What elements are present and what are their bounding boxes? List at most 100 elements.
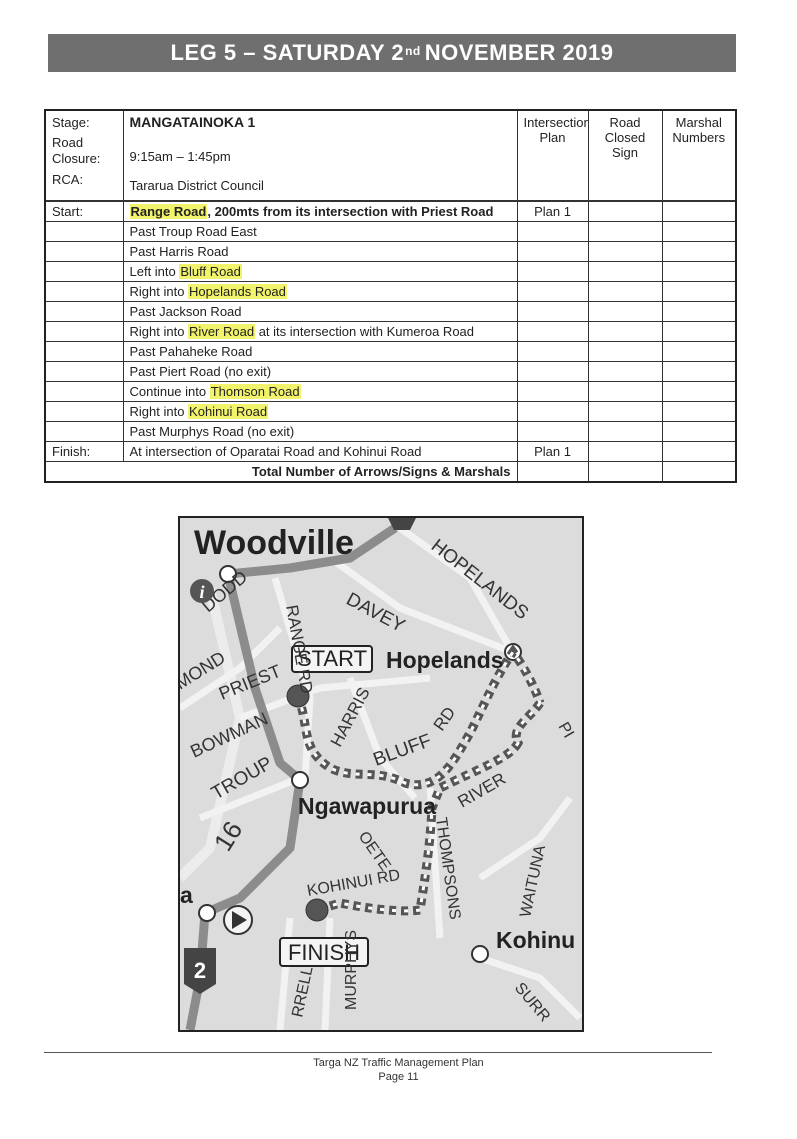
route-step-label-cell <box>44 321 124 342</box>
route-step-text: Right into River Road at its intersectio… <box>122 321 518 342</box>
place-hopelands: Hopelands <box>386 647 504 673</box>
route-step-plan-cell <box>516 401 589 422</box>
route-step-road-highlight: Hopelands Road <box>188 284 287 299</box>
place-woodville: Woodville <box>194 524 354 562</box>
route-step-marshal-cell <box>661 261 737 282</box>
route-step-row: Past Murphys Road (no exit) <box>44 421 737 442</box>
route-step-label-cell <box>44 361 124 382</box>
start-road-closed-cell <box>587 200 663 222</box>
route-step-label-cell <box>44 281 124 302</box>
route-step-row: Right into River Road at its intersectio… <box>44 321 737 342</box>
woodville-node <box>219 565 237 583</box>
route-step-label-cell <box>44 241 124 262</box>
highway-2-shield <box>184 948 216 994</box>
murrells-road-line <box>276 917 294 1030</box>
total-plan-cell <box>516 461 589 483</box>
route-step-road-closed-cell <box>587 421 663 442</box>
rca-name: Tararua District Council <box>129 178 264 193</box>
route-line-north-inner <box>296 649 542 787</box>
route-step-plan-cell <box>516 341 589 362</box>
route-step-road-highlight: Thomson Road <box>209 384 301 399</box>
start-text: Range Road, 200mts from its intersection… <box>122 200 518 222</box>
waituna-road-line <box>478 795 573 881</box>
start-label-box <box>291 645 373 673</box>
finish-text: At intersection of Oparatai Road and Koh… <box>122 441 518 462</box>
route-step-prefix: Past Piert Road (no exit) <box>129 364 272 379</box>
minor-road-4 <box>180 625 283 711</box>
route-finish-row: Finish: At intersection of Oparatai Road… <box>44 441 737 462</box>
route-step-road-closed-cell <box>587 361 663 382</box>
route-step-plan-cell <box>516 361 589 382</box>
start-marker <box>286 684 310 708</box>
banner-title-sup: nd <box>405 44 421 58</box>
route-step-text: Past Murphys Road (no exit) <box>122 421 518 442</box>
hopelands-road-line <box>397 525 514 650</box>
route-step-label-cell <box>44 341 124 362</box>
route-step-row: Past Harris Road <box>44 241 737 262</box>
route-step-label-cell <box>44 401 124 422</box>
route-step-marshal-cell <box>661 421 737 442</box>
start-road-highlight: Range Road <box>129 204 208 219</box>
minor-road-3 <box>271 577 314 779</box>
route-step-marshal-cell <box>661 321 737 342</box>
route-step-label-cell <box>44 221 124 242</box>
murphys-road-line <box>321 917 334 1030</box>
route-step-prefix: Right into <box>129 324 189 339</box>
route-step-marshal-cell <box>661 301 737 322</box>
route-step-prefix: Right into <box>129 404 189 419</box>
finish-road-closed-cell <box>587 441 663 462</box>
route-step-road-highlight: Bluff Road <box>179 264 242 279</box>
banner-title-suffix: NOVEMBER 2019 <box>424 40 614 65</box>
route-step-road-highlight: Kohinui Road <box>188 404 269 419</box>
route-step-prefix: Past Pahaheke Road <box>129 344 253 359</box>
road-pi: PI <box>555 720 577 742</box>
route-step-road-highlight: River Road <box>188 324 256 339</box>
state-highway-3 <box>227 524 398 579</box>
play-icon-triangle <box>232 911 247 929</box>
route-step-prefix: Continue into <box>129 384 210 399</box>
route-step-label-cell <box>44 421 124 442</box>
kohinui-node <box>471 945 489 963</box>
route-step-prefix: Left into <box>129 264 180 279</box>
stage-label: Stage: <box>52 115 90 130</box>
route-step-plan-cell <box>516 281 589 302</box>
road-closure-label: Road Closure: <box>52 135 101 166</box>
finish-plan: Plan 1 <box>516 441 589 462</box>
route-step-row: Right into Hopelands Road <box>44 281 737 302</box>
road-closed-sign-header: Road Closed Sign <box>587 109 663 202</box>
place-a: a <box>180 882 193 908</box>
route-step-row: Past Jackson Road <box>44 301 737 322</box>
surrey-road-line <box>478 954 582 1021</box>
southwest-node <box>198 904 216 922</box>
route-step-marshal-cell <box>661 221 737 242</box>
route-step-label-cell <box>44 261 124 282</box>
route-step-row: Past Troup Road East <box>44 221 737 242</box>
start-label-text: START <box>297 646 367 671</box>
minor-road-2 <box>238 674 431 722</box>
route-step-road-closed-cell <box>587 261 663 282</box>
start-label: Start: <box>44 200 124 222</box>
route-step-road-closed-cell <box>587 221 663 242</box>
total-road-closed-cell <box>587 461 663 483</box>
route-step-road-closed-cell <box>587 401 663 422</box>
route-step-road-closed-cell <box>587 281 663 302</box>
place-ngawapurua: Ngawapurua <box>298 793 436 819</box>
route-step-row: Left into Bluff Road <box>44 261 737 282</box>
route-step-text: Past Piert Road (no exit) <box>122 361 518 382</box>
intersection-plan-header: Intersection Plan <box>516 109 589 202</box>
route-step-plan-cell <box>516 421 589 442</box>
finish-marker <box>305 898 329 922</box>
finish-label: Finish: <box>44 441 124 462</box>
footer-title: Targa NZ Traffic Management Plan <box>313 1057 484 1069</box>
route-step-marshal-cell <box>661 401 737 422</box>
stage-header-row: Stage: Road Closure: RCA: MANGATAINOKA 1… <box>44 109 737 202</box>
route-step-prefix: Right into <box>129 284 189 299</box>
route-step-plan-cell <box>516 241 589 262</box>
route-step-marshal-cell <box>661 381 737 402</box>
highway-shield-top <box>388 518 416 530</box>
finish-label-box <box>279 937 369 967</box>
road-murphys: MURPHYS <box>343 930 360 1010</box>
route-step-row: Past Piert Road (no exit) <box>44 361 737 382</box>
start-marshal-cell <box>661 200 737 222</box>
